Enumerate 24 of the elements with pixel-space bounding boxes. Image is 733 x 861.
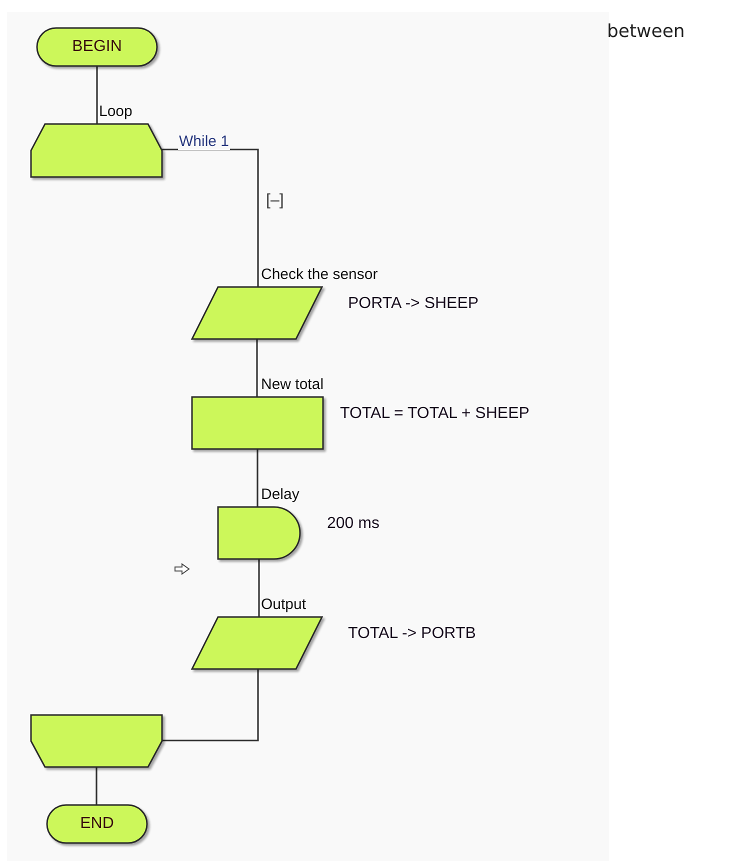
terminator-shape bbox=[37, 28, 157, 66]
terminator-label: BEGIN bbox=[72, 38, 122, 56]
step-code: PORTA -> SHEEP bbox=[348, 294, 479, 314]
connector-line bbox=[256, 339, 258, 397]
connector-line bbox=[162, 669, 259, 742]
connector-line bbox=[96, 66, 98, 124]
step-code: TOTAL -> PORTB bbox=[348, 624, 476, 644]
edge-label: While 1 bbox=[178, 134, 230, 150]
step-code: 200 ms bbox=[327, 514, 380, 534]
connector-line bbox=[256, 449, 258, 507]
step-title: Check the sensor bbox=[261, 266, 378, 284]
terminator-label: END bbox=[80, 815, 114, 833]
step-title: Output bbox=[261, 596, 306, 614]
terminator-shape bbox=[47, 805, 147, 843]
step-code: TOTAL = TOTAL + SHEEP bbox=[340, 404, 530, 424]
connector-line bbox=[258, 559, 260, 617]
collapse-toggle: [–] bbox=[266, 192, 284, 210]
step-title: Loop bbox=[99, 103, 132, 121]
loop-end-shape bbox=[31, 715, 162, 767]
step-title: New total bbox=[261, 376, 324, 394]
step-title: Delay bbox=[261, 486, 300, 504]
connector-line bbox=[162, 148, 259, 287]
page-text: between bbox=[607, 21, 685, 42]
connector-line bbox=[96, 767, 98, 805]
